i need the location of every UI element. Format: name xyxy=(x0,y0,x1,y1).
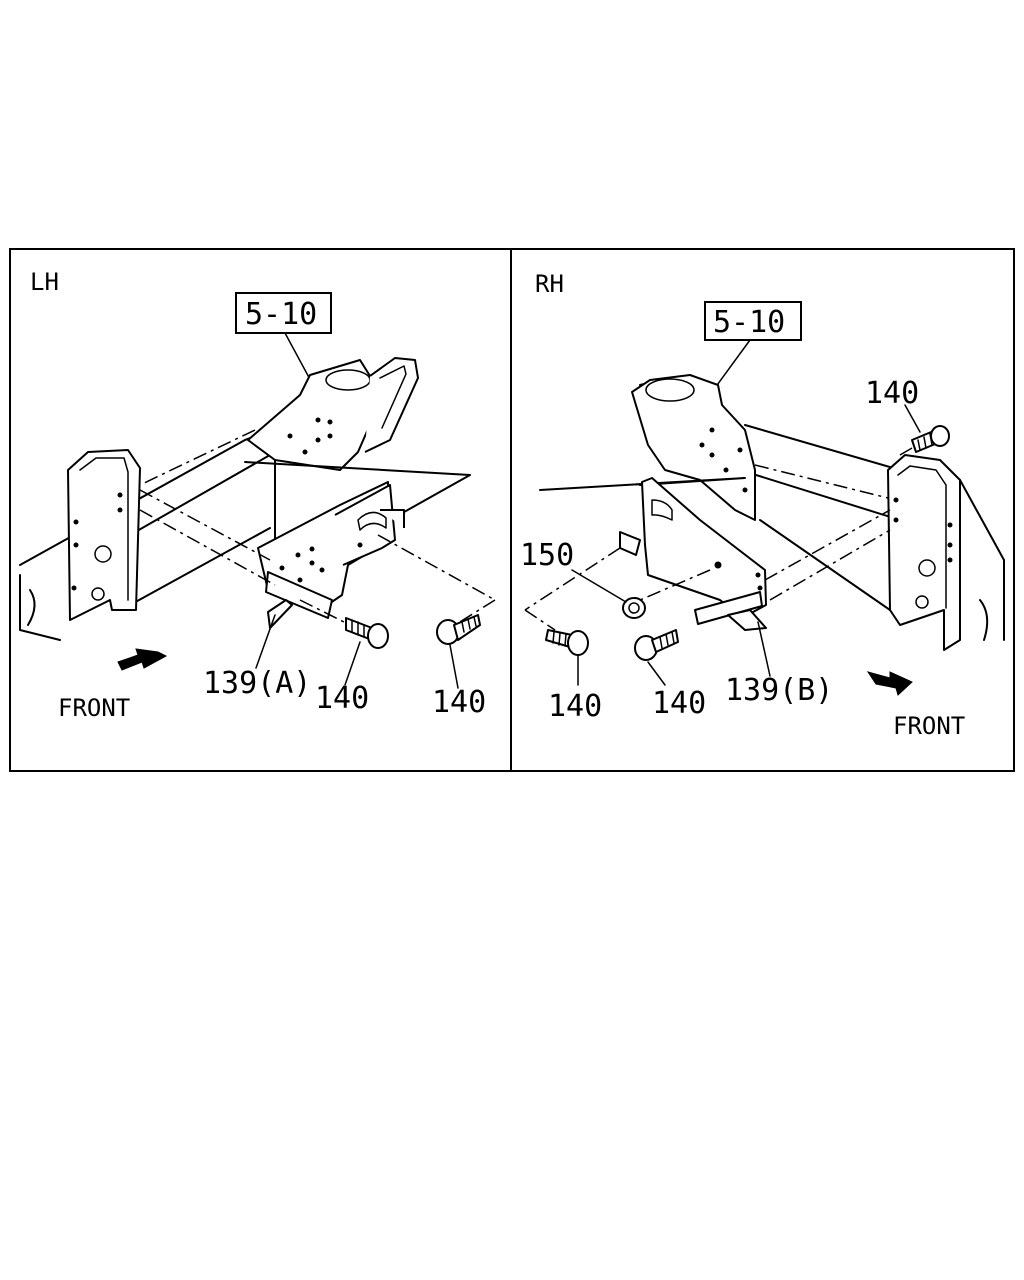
panel-lh: LH 5-10 xyxy=(19,268,496,722)
lh-bolt-140-b xyxy=(436,614,481,645)
lh-bolt-140-a xyxy=(345,617,389,649)
rh-assembly-lines xyxy=(524,447,913,631)
rh-frame-rail xyxy=(739,424,1005,641)
lh-crossmember-plate xyxy=(67,449,141,621)
rh-ref-box xyxy=(704,301,802,341)
rh-bolt-140-top xyxy=(911,425,950,453)
rh-callout-140-left: 140 xyxy=(548,689,602,724)
rh-callout-150: 150 xyxy=(520,538,574,573)
rh-front-label: FRONT xyxy=(893,712,965,740)
rh-callout-140-mid: 140 xyxy=(652,686,706,721)
lh-front-label: FRONT xyxy=(58,694,130,722)
rh-callout-139b: 139(B) xyxy=(725,673,833,708)
lh-callout-140-a: 140 xyxy=(315,681,369,716)
lh-side-label: LH xyxy=(30,268,59,296)
lh-ref-box-label: 5-10 xyxy=(245,297,317,332)
rh-bolt-140-mid xyxy=(634,629,679,661)
rh-crossmember-plate xyxy=(887,454,961,651)
lh-bracket-139a xyxy=(257,481,405,629)
rh-side-label: RH xyxy=(535,270,564,298)
rh-callout-140-top: 140 xyxy=(865,376,919,411)
rh-bracket-139b xyxy=(619,477,767,631)
rh-nut-150 xyxy=(622,597,646,619)
lh-ref-box xyxy=(235,292,332,334)
rh-front-arrow-icon xyxy=(866,671,913,696)
rh-ref-box-label: 5-10 xyxy=(713,305,785,340)
lh-spring-hanger xyxy=(244,357,471,549)
rh-spring-hanger xyxy=(539,374,756,521)
lh-callout-139a: 139(A) xyxy=(203,666,311,701)
lh-front-arrow-icon xyxy=(117,648,168,671)
rh-bolt-140-left xyxy=(545,629,589,656)
lh-callout-140-b: 140 xyxy=(432,685,486,720)
panel-rh: RH 5-10 xyxy=(520,270,1005,740)
lh-frame-rail xyxy=(19,419,301,641)
